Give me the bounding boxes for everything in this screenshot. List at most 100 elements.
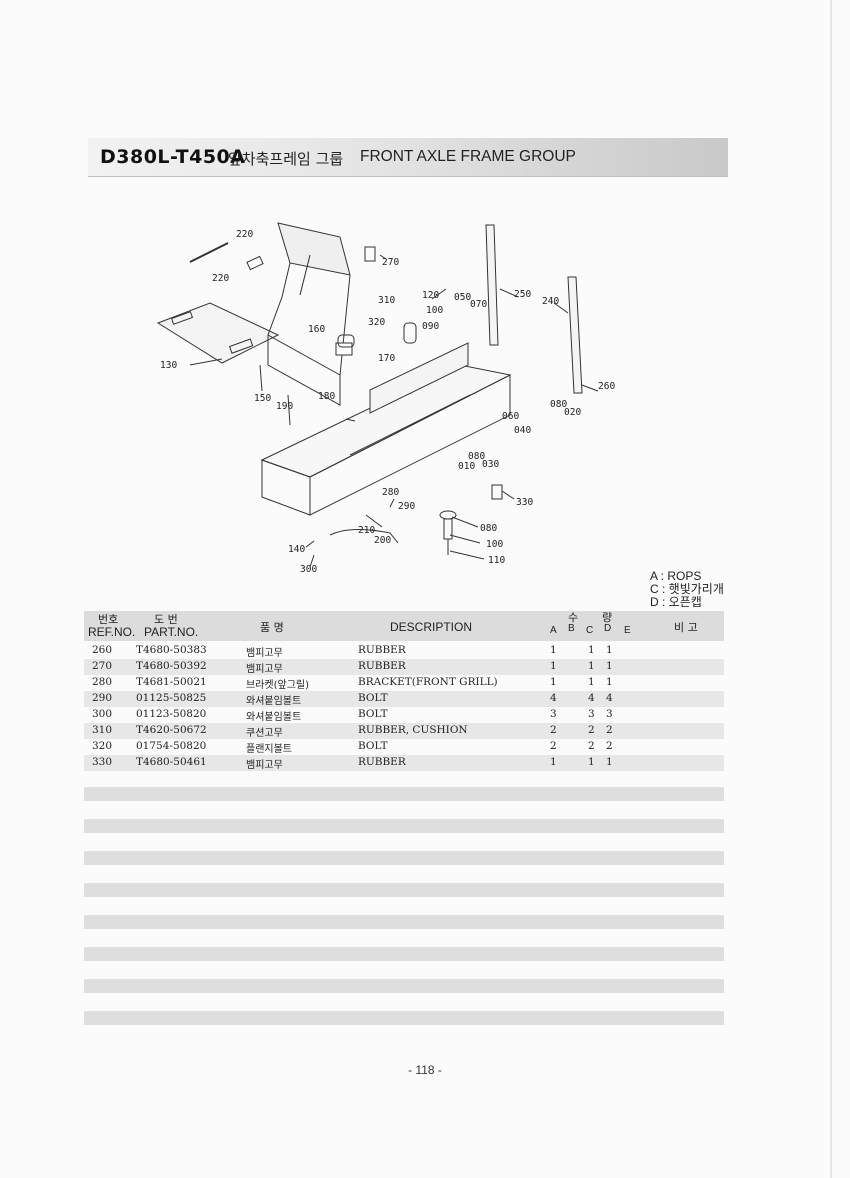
description: RUBBER <box>358 660 406 672</box>
callout: 100 <box>426 305 443 316</box>
page-number: - 118 - <box>408 1063 442 1077</box>
qty-d: 1 <box>606 644 613 656</box>
qty-d: 2 <box>606 724 613 736</box>
qty-d: 2 <box>606 740 613 752</box>
table-row: 300 01123-50820 와셔붙임볼트 BOLT 3 3 3 <box>84 707 724 723</box>
table-row: 310 T4620-50672 쿠션고무 RUBBER, CUSHION 2 2… <box>84 723 724 739</box>
empty-row-stripe <box>84 947 724 961</box>
model-code: D380L-T450A <box>100 146 246 168</box>
callout: 140 <box>288 544 305 555</box>
table-row: 320 01754-50820 플랜지볼트 BOLT 2 2 2 <box>84 739 724 755</box>
description: BOLT <box>358 692 388 704</box>
callout: 170 <box>378 353 395 364</box>
qty-a: 1 <box>550 644 557 656</box>
header-col-a: A <box>550 625 557 636</box>
title-english: FRONT AXLE FRAME GROUP <box>360 148 576 165</box>
description: BOLT <box>358 740 388 752</box>
ref-no: 260 <box>92 644 113 656</box>
callout: 040 <box>514 425 531 436</box>
qty-a: 2 <box>550 724 557 736</box>
header-ref-ko: 번호 <box>98 613 119 626</box>
callout: 300 <box>300 564 317 575</box>
qty-a: 1 <box>550 660 557 672</box>
qty-c: 1 <box>588 660 595 672</box>
callout: 320 <box>368 317 385 328</box>
legend-item: D : 오픈캡 <box>650 595 702 609</box>
callout: 130 <box>160 360 177 371</box>
empty-row-stripe <box>84 883 724 897</box>
header-col-b: B <box>568 623 575 634</box>
ref-no: 320 <box>92 740 113 752</box>
part-no: T4681-50021 <box>136 676 207 688</box>
callout: 280 <box>382 487 399 498</box>
qty-a: 1 <box>550 756 557 768</box>
callout: 120 <box>422 290 439 301</box>
callout: 060 <box>502 411 519 422</box>
qty-c: 1 <box>588 756 595 768</box>
table-row: 330 T4680-50461 뱀피고무 RUBBER 1 1 1 <box>84 755 724 771</box>
qty-c: 1 <box>588 644 595 656</box>
ref-no: 290 <box>92 692 113 704</box>
legend-item: A : ROPS <box>650 569 702 583</box>
ref-no: 330 <box>92 756 113 768</box>
qty-d: 3 <box>606 708 613 720</box>
header-qty-ko-2: 량 <box>602 611 613 624</box>
header-description: DESCRIPTION <box>390 620 473 634</box>
header-col-e: E <box>624 625 631 636</box>
part-no: T4680-50461 <box>136 756 207 768</box>
callout: 030 <box>482 459 499 470</box>
part-no: T4680-50383 <box>136 644 207 656</box>
callout-labels: 220 220 270 310 120 050 070 250 240 320 … <box>160 229 615 575</box>
part-name-ko: 와셔붙임볼트 <box>246 712 302 723</box>
qty-a: 1 <box>550 676 557 688</box>
part-name-ko: 뱀피고무 <box>246 648 283 659</box>
header-col-c: C <box>586 625 594 636</box>
callout: 310 <box>378 295 395 306</box>
header-qty-ko-1: 수 <box>568 611 579 624</box>
part-name-ko: 뱀피고무 <box>246 664 283 675</box>
part-name-ko: 뱀피고무 <box>246 760 283 771</box>
part-name-ko: 쿠션고무 <box>246 728 283 739</box>
qty-d: 1 <box>606 756 613 768</box>
qty-c: 1 <box>588 676 595 688</box>
parts-table-header: 번호 REF.NO. 도 번 PART.NO. 품 명 DESCRIPTION … <box>84 611 724 641</box>
qty-c: 2 <box>588 740 595 752</box>
title-korean: 앞차축프레임 그룹 <box>228 150 344 168</box>
empty-row-stripe <box>84 1011 724 1025</box>
description: RUBBER, CUSHION <box>358 724 468 736</box>
part-no: T4620-50672 <box>136 724 207 736</box>
empty-row-stripe <box>84 787 724 801</box>
callout: 240 <box>542 296 559 307</box>
callout: 080 <box>550 399 567 410</box>
callout: 080 <box>468 451 485 462</box>
callout: 080 <box>480 523 497 534</box>
callout: 090 <box>422 321 439 332</box>
callout: 210 <box>358 525 375 536</box>
callout: 200 <box>374 535 391 546</box>
diagram-svg: 220 220 270 310 120 050 070 250 240 320 … <box>156 222 615 575</box>
callout: 270 <box>382 257 399 268</box>
part-name-ko: 플랜지볼트 <box>246 744 292 755</box>
description: BRACKET(FRONT GRILL) <box>358 676 498 688</box>
part-no: T4680-50392 <box>136 660 207 672</box>
part-no: 01125-50825 <box>136 692 207 704</box>
qty-d: 1 <box>606 676 613 688</box>
empty-row-stripe <box>84 979 724 993</box>
part-no: 01754-50820 <box>136 740 207 752</box>
legend: A : ROPS C : 햇빛가리개 D : 오픈캡 <box>650 570 724 609</box>
page-edge <box>830 0 832 1178</box>
title-bar: D380L-T450A 앞차축프레임 그룹 FRONT AXLE FRAME G… <box>88 138 728 177</box>
empty-row-stripe <box>84 819 724 833</box>
ref-no: 270 <box>92 660 113 672</box>
header-name-ko: 품 명 <box>260 621 284 634</box>
callout: 220 <box>236 229 253 240</box>
part-name-ko: 브라켓(앞그릴) <box>246 680 310 691</box>
callout: 150 <box>254 393 271 404</box>
qty-c: 2 <box>588 724 595 736</box>
callout: 180 <box>318 391 335 402</box>
qty-d: 4 <box>606 692 613 704</box>
callout: 020 <box>564 407 581 418</box>
table-row: 260 T4680-50383 뱀피고무 RUBBER 1 1 1 <box>84 643 724 659</box>
part-name-ko: 와셔붙임볼트 <box>246 696 302 707</box>
callout: 290 <box>398 501 415 512</box>
